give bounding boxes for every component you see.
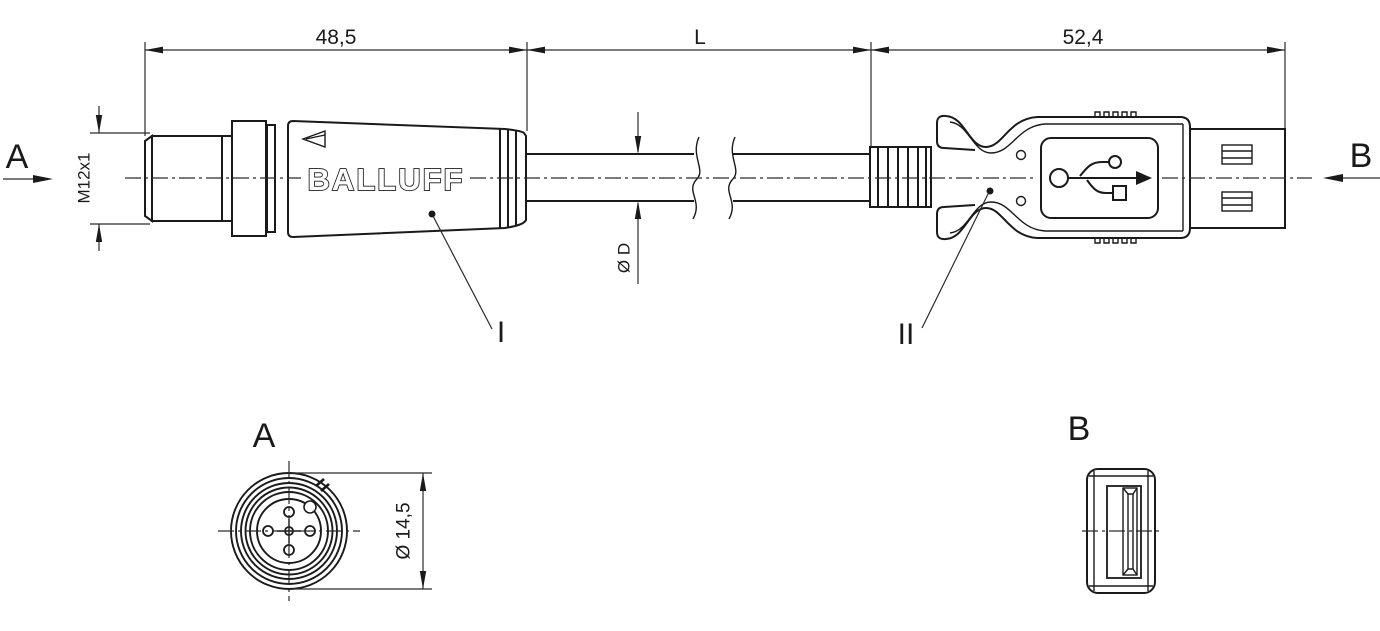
- dimension-14-5: Ø 14,5: [292, 472, 432, 590]
- dimension-48-5: 48,5: [316, 26, 357, 49]
- ref-ii-label: II: [898, 318, 915, 351]
- locating-lug: [315, 478, 330, 492]
- dimension-l: L: [694, 26, 706, 49]
- balluff-logo-text: BALLUFF: [308, 162, 465, 197]
- section-arrow-a: A: [3, 138, 53, 183]
- leader-i: I: [428, 210, 505, 349]
- usb-tongue: [1122, 487, 1138, 576]
- dim-52-4-label: 52,4: [1063, 26, 1104, 49]
- view-a-title: A: [253, 417, 276, 455]
- view-a: A Ø 14,5: [218, 417, 432, 601]
- usb-trident-icon: [1049, 155, 1152, 201]
- dim-l-label: L: [694, 26, 706, 49]
- usb-logo-panel: [1040, 137, 1159, 219]
- keyway-notch: [303, 500, 317, 514]
- ref-i-label: I: [497, 316, 505, 349]
- leader-ii: II: [898, 187, 994, 351]
- thread-label: M12x1: [75, 152, 94, 203]
- cable-diameter-label: Ø D: [615, 243, 634, 273]
- view-a-arrow-label: A: [6, 138, 29, 176]
- bottom-serration: [1092, 237, 1139, 244]
- connector-boot: BALLUFF: [287, 119, 527, 239]
- dim-48-5-label: 48,5: [316, 26, 357, 49]
- view-a-diameter-label: Ø 14,5: [394, 502, 415, 559]
- dimension-chain: 48,5 L 52,4: [144, 26, 1286, 146]
- top-serration: [1092, 111, 1139, 118]
- strain-relief: [869, 146, 932, 208]
- orientation-triangle-icon: [300, 130, 326, 148]
- section-arrow-b: B: [1323, 137, 1380, 182]
- view-b-arrow-label: B: [1350, 137, 1373, 175]
- view-b-title: B: [1068, 410, 1091, 448]
- dimension-m12: M12x1: [75, 106, 150, 251]
- view-b: B: [1068, 410, 1163, 594]
- dimension-cable-diameter: Ø D: [615, 112, 642, 284]
- dimension-52-4: 52,4: [1063, 26, 1104, 49]
- cable-break-symbol: [692, 136, 737, 220]
- cable: [526, 136, 870, 220]
